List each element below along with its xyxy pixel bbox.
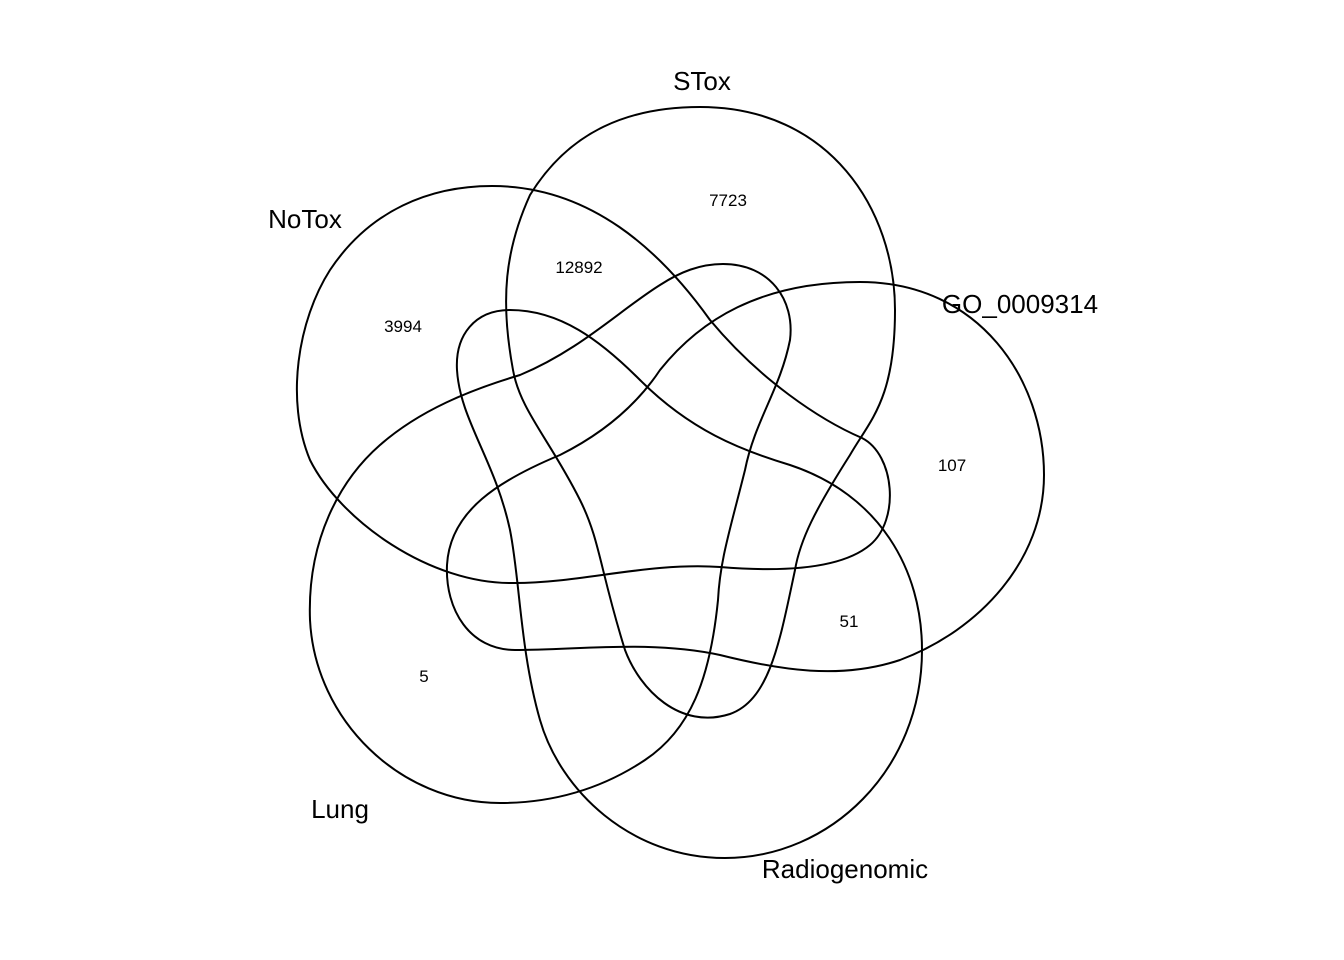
- count-stox-only: 7723: [709, 191, 747, 210]
- set-lung-shape: [308, 262, 792, 805]
- count-notox-stox: 12892: [555, 258, 602, 277]
- set-stox-shape: [505, 105, 897, 719]
- count-go-radiogenomic: 51: [840, 612, 859, 631]
- set-notox-shape: [295, 184, 891, 585]
- set-label-notox: NoTox: [268, 204, 342, 234]
- count-lung-only: 5: [419, 667, 428, 686]
- set-radiogenomic-shape: [455, 308, 924, 860]
- set-label-go: GO_0009314: [942, 289, 1098, 319]
- count-go-only: 107: [938, 456, 966, 475]
- set-go-shape: [445, 280, 1046, 673]
- set-label-lung: Lung: [311, 794, 369, 824]
- set-label-radiogenomic: Radiogenomic: [762, 854, 928, 884]
- set-label-stox: STox: [673, 66, 731, 96]
- count-notox-only: 3994: [384, 317, 422, 336]
